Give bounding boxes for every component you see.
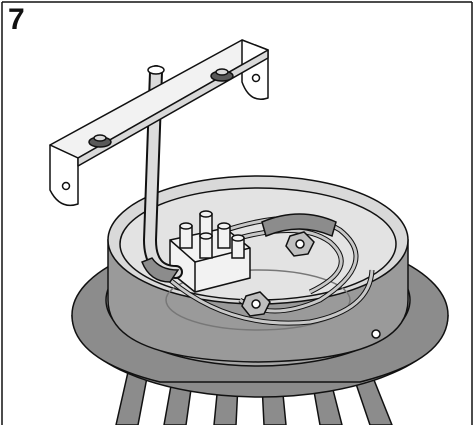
- mounting-nuts: [241, 231, 315, 317]
- bracket-screws: [88, 68, 234, 148]
- step-number-label: 7: [8, 3, 25, 36]
- terminal-block: [169, 210, 251, 293]
- cable-grommet: [141, 257, 180, 283]
- wire-sleeve: [261, 213, 337, 238]
- cable-end: [147, 65, 165, 75]
